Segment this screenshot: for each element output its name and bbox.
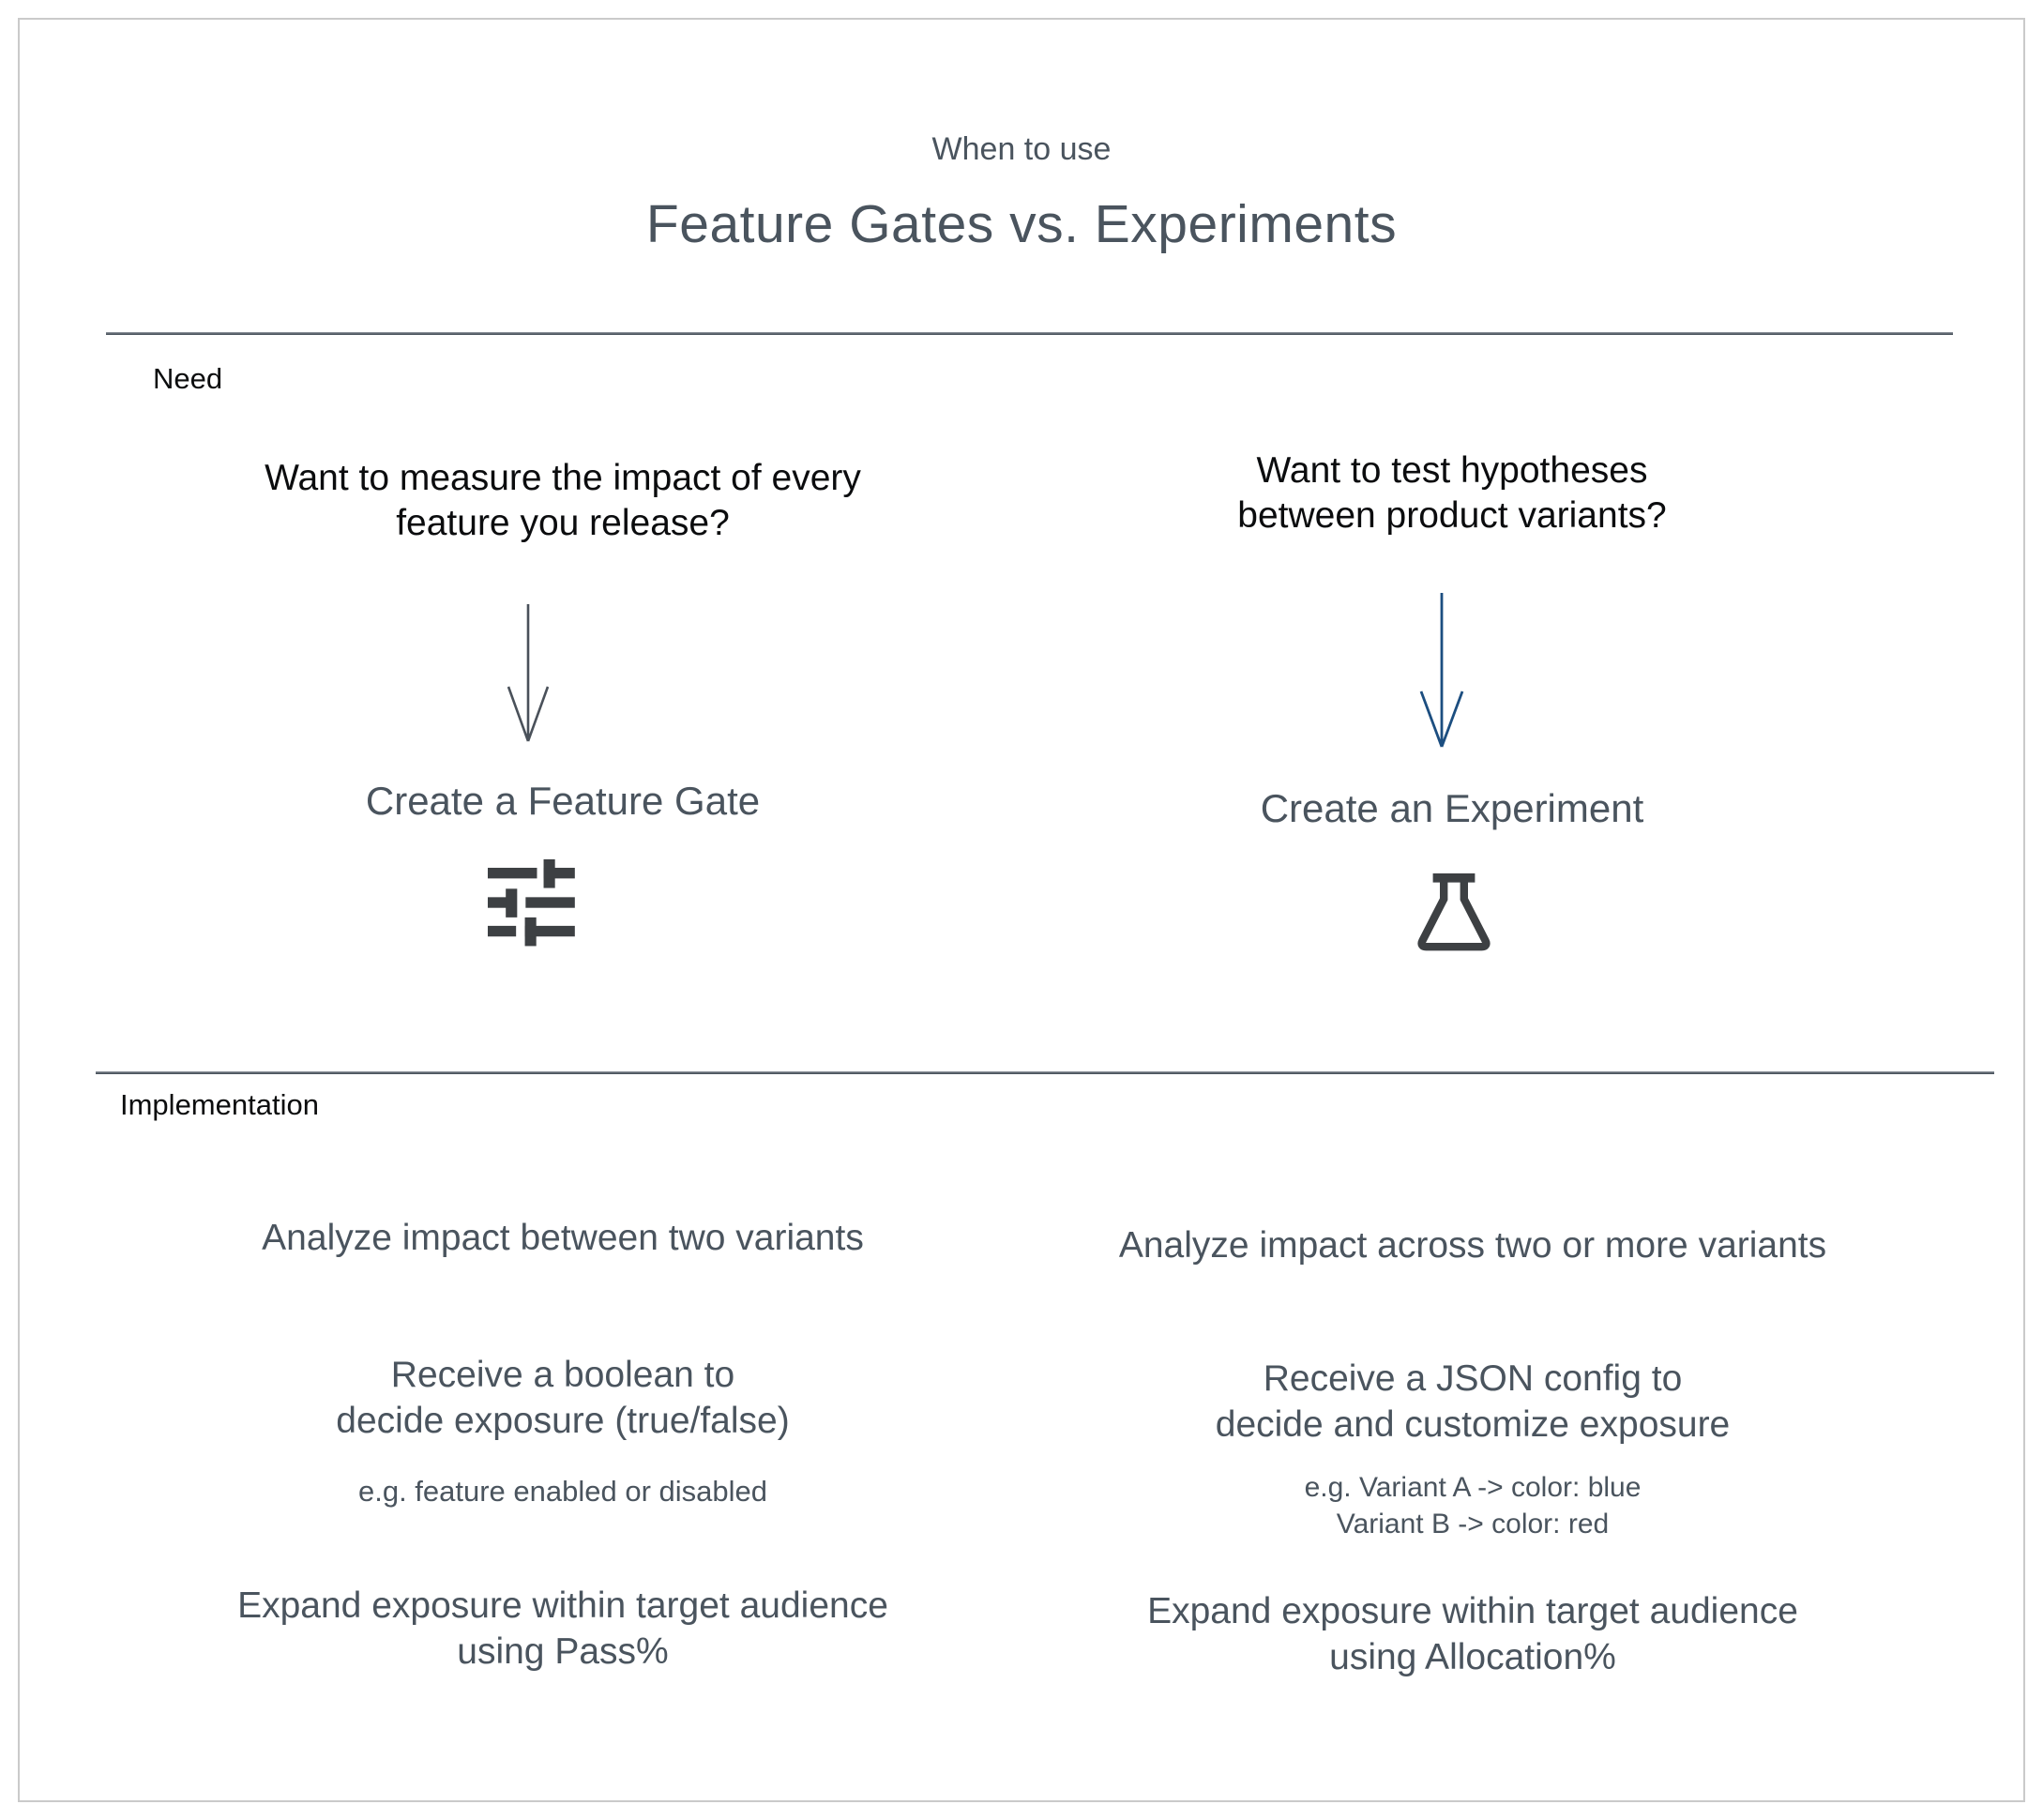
question-line: Want to measure the impact of every: [265, 458, 861, 498]
impl-example: e.g. feature enabled or disabled: [357, 1474, 768, 1508]
impl-line: Receive a boolean to: [390, 1355, 735, 1395]
experiment-action-label: Create an Experiment: [1260, 786, 1644, 830]
impl-line: decide exposure (true/false): [336, 1400, 790, 1441]
down-arrow-icon: [1419, 593, 1464, 748]
question-line: Want to test hypotheses: [1256, 450, 1648, 491]
down-arrow-icon: [507, 604, 550, 742]
feature-gate-action-label: Create a Feature Gate: [365, 779, 761, 823]
flask-icon: [1417, 873, 1491, 951]
feature-gate-impl-expand: Expand exposure within target audience u…: [141, 1584, 985, 1676]
impl-line: using Pass%: [457, 1630, 669, 1672]
impl-example: e.g. Variant A -> color: blue Variant B …: [1032, 1469, 1914, 1542]
impl-line: Expand exposure within target audience: [237, 1585, 888, 1626]
feature-gate-impl-analyze: Analyze impact between two variants: [141, 1216, 985, 1262]
impl-line: decide and customize exposure: [1215, 1403, 1731, 1445]
page-title: Feature Gates vs. Experiments: [645, 194, 1398, 254]
feature-gate-question: Want to measure the impact of every feat…: [141, 456, 985, 547]
impl-line: using Allocation%: [1329, 1636, 1616, 1677]
experiment-question: Want to test hypotheses between product …: [1039, 448, 1865, 539]
experiment-impl-receive: Receive a JSON config to decide and cust…: [1032, 1357, 1914, 1542]
experiment-impl-expand: Expand exposure within target audience u…: [1032, 1589, 1914, 1681]
experiment-impl-analyze: Analyze impact across two or more varian…: [1032, 1223, 1914, 1269]
need-section-label: Need: [153, 362, 223, 395]
implementation-section-divider: [96, 1071, 1994, 1074]
impl-line: Expand exposure within target audience: [1147, 1591, 1798, 1631]
impl-line: Receive a JSON config to: [1263, 1358, 1683, 1399]
feature-gate-impl-receive: Receive a boolean to decide exposure (tr…: [141, 1353, 985, 1510]
sliders-icon: [488, 859, 575, 947]
kicker-text: When to use: [931, 131, 1112, 167]
impl-example-line: e.g. Variant A -> color: blue: [1304, 1471, 1642, 1503]
impl-line: Analyze impact across two or more varian…: [1118, 1225, 1827, 1266]
question-line: feature you release?: [396, 503, 730, 544]
impl-example-line: Variant B -> color: red: [1336, 1508, 1610, 1539]
implementation-section-label: Implementation: [120, 1088, 319, 1121]
impl-line: Analyze impact between two variants: [262, 1218, 864, 1258]
question-line: between product variants?: [1237, 495, 1667, 537]
need-section-divider: [106, 332, 1953, 335]
